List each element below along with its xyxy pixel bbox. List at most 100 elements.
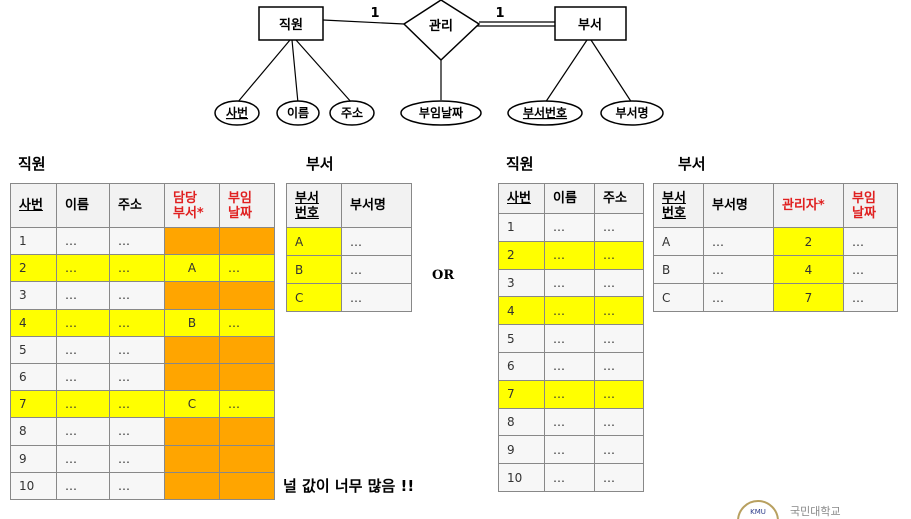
opt1-employee-row: 5…… (10, 335, 275, 364)
attr-employee-id: 사번 (226, 105, 248, 120)
opt2-employee-row: 1…… (498, 213, 644, 242)
opt2-dept-cell: … (703, 283, 774, 312)
opt1-employee-cell (219, 335, 275, 364)
opt1-employee-cell: … (109, 362, 165, 392)
opt2-dept-cell: … (703, 255, 774, 284)
opt2-dept-table: 부서 번호 부서명 관리자* 부임 날짜 A…2…B…4…C…7… (653, 183, 898, 312)
entity-employee-label: 직원 (279, 17, 303, 33)
opt2-employee-row: 6…… (498, 351, 644, 381)
opt2-employee-cell: … (544, 240, 595, 270)
university-seal: KMU (737, 500, 779, 519)
attr-ellipse (214, 100, 260, 126)
opt1-employee-cell (219, 226, 275, 256)
opt1-employee-cell: 10 (10, 471, 57, 500)
attr-dept-name: 부서명 (615, 105, 648, 120)
opt1-employee-cell: … (56, 417, 110, 446)
opt2-dept-cell: 4 (773, 255, 844, 284)
opt2-employee-cell: … (544, 324, 595, 353)
opt2-employee-row: 9…… (498, 435, 644, 465)
opt1-employee-cell: C (164, 390, 220, 419)
opt2-employee-cell: 7 (498, 379, 545, 409)
opt1-employee-cell: … (56, 390, 110, 419)
opt2-dept-row: A…2… (653, 227, 898, 256)
opt1-employee-cell: … (109, 281, 165, 310)
opt2-employee-cell: … (594, 407, 644, 437)
opt2-employee-cell: 2 (498, 240, 545, 270)
opt2-dept-cell: 7 (773, 283, 844, 312)
opt2-employee-cell: 6 (498, 351, 545, 381)
opt2-employee-title: 직원 (506, 155, 534, 173)
opt1-employee-cell (164, 335, 220, 364)
opt2-employee-cell: … (594, 435, 644, 465)
cardinality-right: 1 (495, 6, 504, 21)
opt1-dept-title: 부서 (306, 155, 334, 173)
opt2-employee-row: 7…… (498, 379, 644, 409)
opt1-employee-cell: … (109, 335, 165, 364)
opt2-dept-header-fk: 관리자* (773, 183, 844, 228)
opt1-dept-cell: … (341, 283, 412, 312)
opt2-employee-row: 5…… (498, 324, 644, 353)
opt1-employee-header-date: 부임 날짜 (219, 183, 275, 228)
opt1-dept-row: C… (286, 283, 412, 312)
opt1-dept-table: 부서 번호 부서명 A…B…C… (286, 183, 412, 312)
opt2-employee-cell: 4 (498, 296, 545, 326)
attr-employee-address: 주소 (341, 106, 363, 120)
opt2-employee-cell: … (594, 213, 644, 242)
opt2-employee-cell: … (594, 324, 644, 353)
opt2-dept-cell: B (653, 255, 704, 284)
opt1-employee-cell (164, 226, 220, 256)
opt2-dept-row: C…7… (653, 283, 898, 312)
opt1-dept-cell: C (286, 283, 342, 312)
opt1-employee-table: 사번 이름 주소 담당 부서* 부임 날짜 1……2……A…3……4……B…5…… (10, 183, 275, 500)
attr-ellipse (600, 100, 664, 126)
opt2-employee-cell: 5 (498, 324, 545, 353)
er-line-attr-2 (291, 39, 299, 104)
opt2-dept-title: 부서 (678, 155, 706, 173)
opt1-employee-row: 10…… (10, 471, 275, 500)
opt1-dept-header: 부서명 (341, 183, 412, 228)
opt1-employee-cell: … (109, 444, 165, 473)
opt2-employee-header: 이름 (544, 183, 595, 214)
opt1-employee-row: 3…… (10, 281, 275, 310)
opt1-employee-cell (164, 362, 220, 392)
opt1-employee-row: 8…… (10, 417, 275, 446)
opt1-dept-header: 부서 번호 (286, 183, 342, 228)
opt1-employee-cell (219, 362, 275, 392)
opt1-employee-cell: … (56, 362, 110, 392)
opt2-dept-cell: C (653, 283, 704, 312)
opt2-employee-cell: … (544, 268, 595, 298)
opt2-employee-cell: … (594, 296, 644, 326)
opt1-employee-cell (164, 444, 220, 473)
opt1-employee-row: 9…… (10, 444, 275, 473)
opt1-employee-cell: … (219, 390, 275, 419)
attr-ellipse (329, 100, 375, 126)
opt1-employee-cell: … (219, 254, 275, 283)
university-logo-text: 국민대학교 (790, 505, 841, 518)
opt1-employee-cell: … (56, 226, 110, 256)
opt2-employee-header-text: 사번 (507, 191, 531, 206)
opt1-employee-cell: … (109, 226, 165, 256)
opt2-dept-cell: … (843, 283, 898, 312)
opt2-employee-cell: … (594, 240, 644, 270)
er-line-employee-relationship (322, 19, 405, 25)
opt1-employee-row: 4……B… (10, 308, 275, 337)
opt2-employee-cell: … (544, 379, 595, 409)
opt2-employee-cell: 9 (498, 435, 545, 465)
opt1-employee-cell: … (56, 444, 110, 473)
opt2-dept-header: 부서명 (703, 183, 774, 228)
opt2-dept-row: B…4… (653, 255, 898, 284)
relationship-diamond (402, 0, 481, 62)
opt1-employee-header: 사번 (10, 183, 57, 228)
opt2-employee-cell: 1 (498, 213, 545, 242)
opt1-employee-cell: B (164, 308, 220, 337)
attr-employee-name: 이름 (287, 105, 309, 120)
opt2-employee-row: 3…… (498, 268, 644, 298)
opt1-employee-cell: A (164, 254, 220, 283)
opt2-employee-table: 사번 이름 주소 1……2……3……4……5……6……7……8……9……10…… (498, 183, 644, 492)
opt1-employee-cell: … (109, 308, 165, 337)
attr-ellipse (507, 100, 583, 126)
opt1-employee-header-fk: 담당 부서* (164, 183, 220, 228)
opt1-dept-row: B… (286, 255, 412, 284)
attr-ellipse (400, 100, 482, 126)
opt1-dept-row: A… (286, 227, 412, 256)
